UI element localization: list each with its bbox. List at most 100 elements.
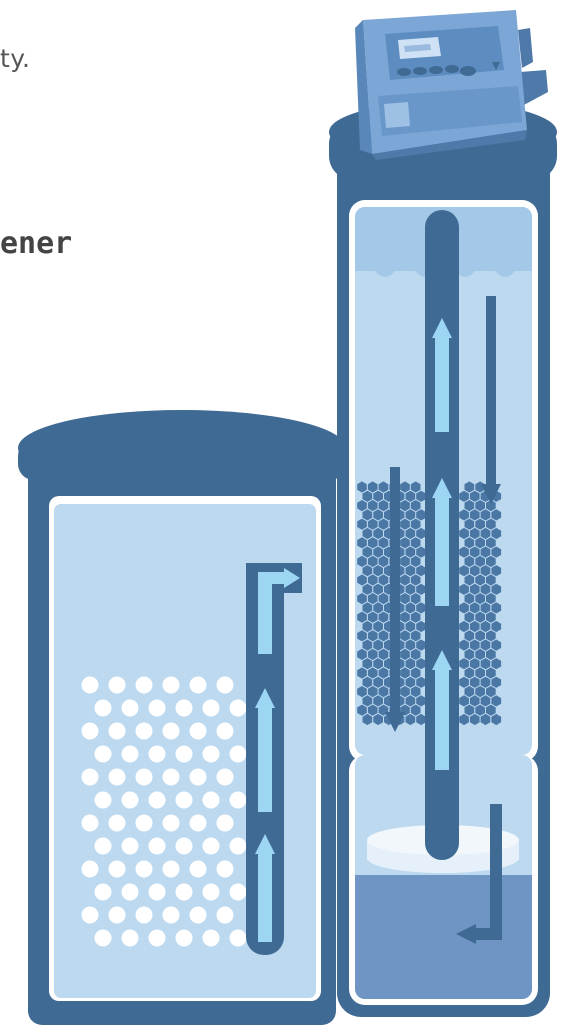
resin-bead bbox=[459, 695, 469, 707]
salt-pellet bbox=[175, 791, 193, 809]
resin-bead bbox=[410, 630, 421, 642]
resin-bead bbox=[367, 500, 378, 512]
resin-bead bbox=[373, 658, 383, 670]
resin-bead bbox=[491, 527, 502, 540]
resin-bead bbox=[469, 583, 480, 595]
salt-pellet bbox=[162, 768, 180, 786]
resin-bead bbox=[378, 630, 389, 642]
salt-pellet bbox=[189, 676, 207, 694]
salt-pellet bbox=[108, 814, 126, 832]
resin-bead bbox=[362, 620, 373, 633]
resin-bead bbox=[410, 648, 421, 660]
salt-pellet bbox=[175, 745, 193, 763]
resin-bead bbox=[410, 611, 421, 623]
resin-bead bbox=[469, 602, 480, 614]
resin-bead bbox=[416, 527, 426, 540]
resin-bead bbox=[367, 518, 378, 530]
resin-bead bbox=[400, 630, 410, 642]
resin-bead bbox=[405, 620, 416, 633]
resin-bead bbox=[357, 667, 367, 679]
salt-pellet bbox=[148, 745, 166, 763]
salt-pellet bbox=[121, 745, 139, 763]
resin-bead bbox=[469, 509, 480, 521]
resin-bead bbox=[464, 518, 475, 530]
resin-bead bbox=[491, 546, 502, 558]
resin-bead bbox=[416, 658, 426, 670]
resin-bead bbox=[491, 509, 502, 521]
resin-bead bbox=[405, 713, 416, 726]
resin-bead bbox=[357, 500, 367, 512]
resin-bead bbox=[362, 565, 373, 577]
resin-bead bbox=[459, 639, 469, 651]
resin-bead bbox=[357, 555, 367, 567]
resin-bead bbox=[464, 704, 475, 716]
resin-bead bbox=[459, 509, 469, 521]
salt-pellet bbox=[216, 768, 234, 786]
salt-pellet bbox=[189, 768, 207, 786]
resin-bead bbox=[400, 667, 410, 679]
resin-bead bbox=[367, 704, 378, 716]
resin-bead bbox=[491, 695, 502, 707]
resin-bead bbox=[480, 639, 491, 651]
salt-pellet bbox=[121, 929, 139, 947]
resin-bead bbox=[400, 537, 410, 549]
resin-bead bbox=[410, 500, 421, 512]
resin-bead bbox=[416, 676, 426, 688]
resin-bead bbox=[405, 658, 416, 670]
resin-bead bbox=[480, 565, 491, 577]
resin-bead bbox=[405, 527, 416, 540]
salt-pellet bbox=[216, 722, 234, 740]
control-buttons bbox=[397, 62, 500, 76]
resin-bead bbox=[410, 518, 421, 530]
resin-bead bbox=[362, 676, 373, 688]
resin-bead bbox=[357, 481, 367, 493]
resin-bead bbox=[475, 593, 485, 605]
resin-bead bbox=[491, 639, 502, 651]
salt-pellet bbox=[135, 860, 153, 878]
resin-bead bbox=[486, 667, 496, 679]
resin-bead bbox=[400, 500, 410, 512]
resin-bead bbox=[405, 490, 416, 502]
resin-bead bbox=[480, 658, 491, 670]
resin-bead bbox=[378, 611, 389, 623]
salt-pellet bbox=[229, 929, 247, 947]
resin-bead bbox=[491, 658, 502, 670]
resin-bead bbox=[367, 667, 378, 679]
resin-bead bbox=[480, 527, 491, 540]
salt-pellet bbox=[108, 860, 126, 878]
salt-pellet bbox=[189, 860, 207, 878]
resin-bead bbox=[367, 481, 378, 493]
resin-bead bbox=[480, 695, 491, 707]
resin-bead bbox=[491, 602, 502, 614]
return-arrow-bottom bbox=[456, 804, 502, 944]
resin-bead bbox=[410, 593, 421, 605]
resin-bead bbox=[486, 518, 496, 530]
resin-bead bbox=[378, 555, 389, 567]
resin-bead bbox=[475, 518, 485, 530]
salt-pellet bbox=[94, 883, 112, 901]
salt-pellet bbox=[121, 883, 139, 901]
salt-pellet bbox=[148, 837, 166, 855]
resin-bead bbox=[464, 648, 475, 660]
resin-bead bbox=[405, 565, 416, 577]
resin-bead bbox=[362, 713, 373, 726]
resin-bead bbox=[480, 676, 491, 688]
salt-pellet bbox=[81, 906, 99, 924]
resin-bead bbox=[464, 555, 475, 567]
salt-pellet bbox=[189, 906, 207, 924]
salt-pellet bbox=[216, 814, 234, 832]
salt-pellet bbox=[81, 860, 99, 878]
resin-bead bbox=[459, 713, 469, 726]
resin-bead bbox=[373, 546, 383, 558]
brine-well-tube bbox=[246, 563, 302, 955]
salt-pellet bbox=[229, 699, 247, 717]
resin-bead bbox=[486, 704, 496, 716]
resin-bead bbox=[464, 481, 475, 493]
resin-bead bbox=[373, 620, 383, 633]
resin-bead bbox=[486, 574, 496, 586]
resin-bead bbox=[469, 565, 480, 577]
resin-bead bbox=[491, 565, 502, 577]
resin-bead bbox=[362, 695, 373, 707]
resin-bead bbox=[464, 667, 475, 679]
resin-bead bbox=[486, 500, 496, 512]
